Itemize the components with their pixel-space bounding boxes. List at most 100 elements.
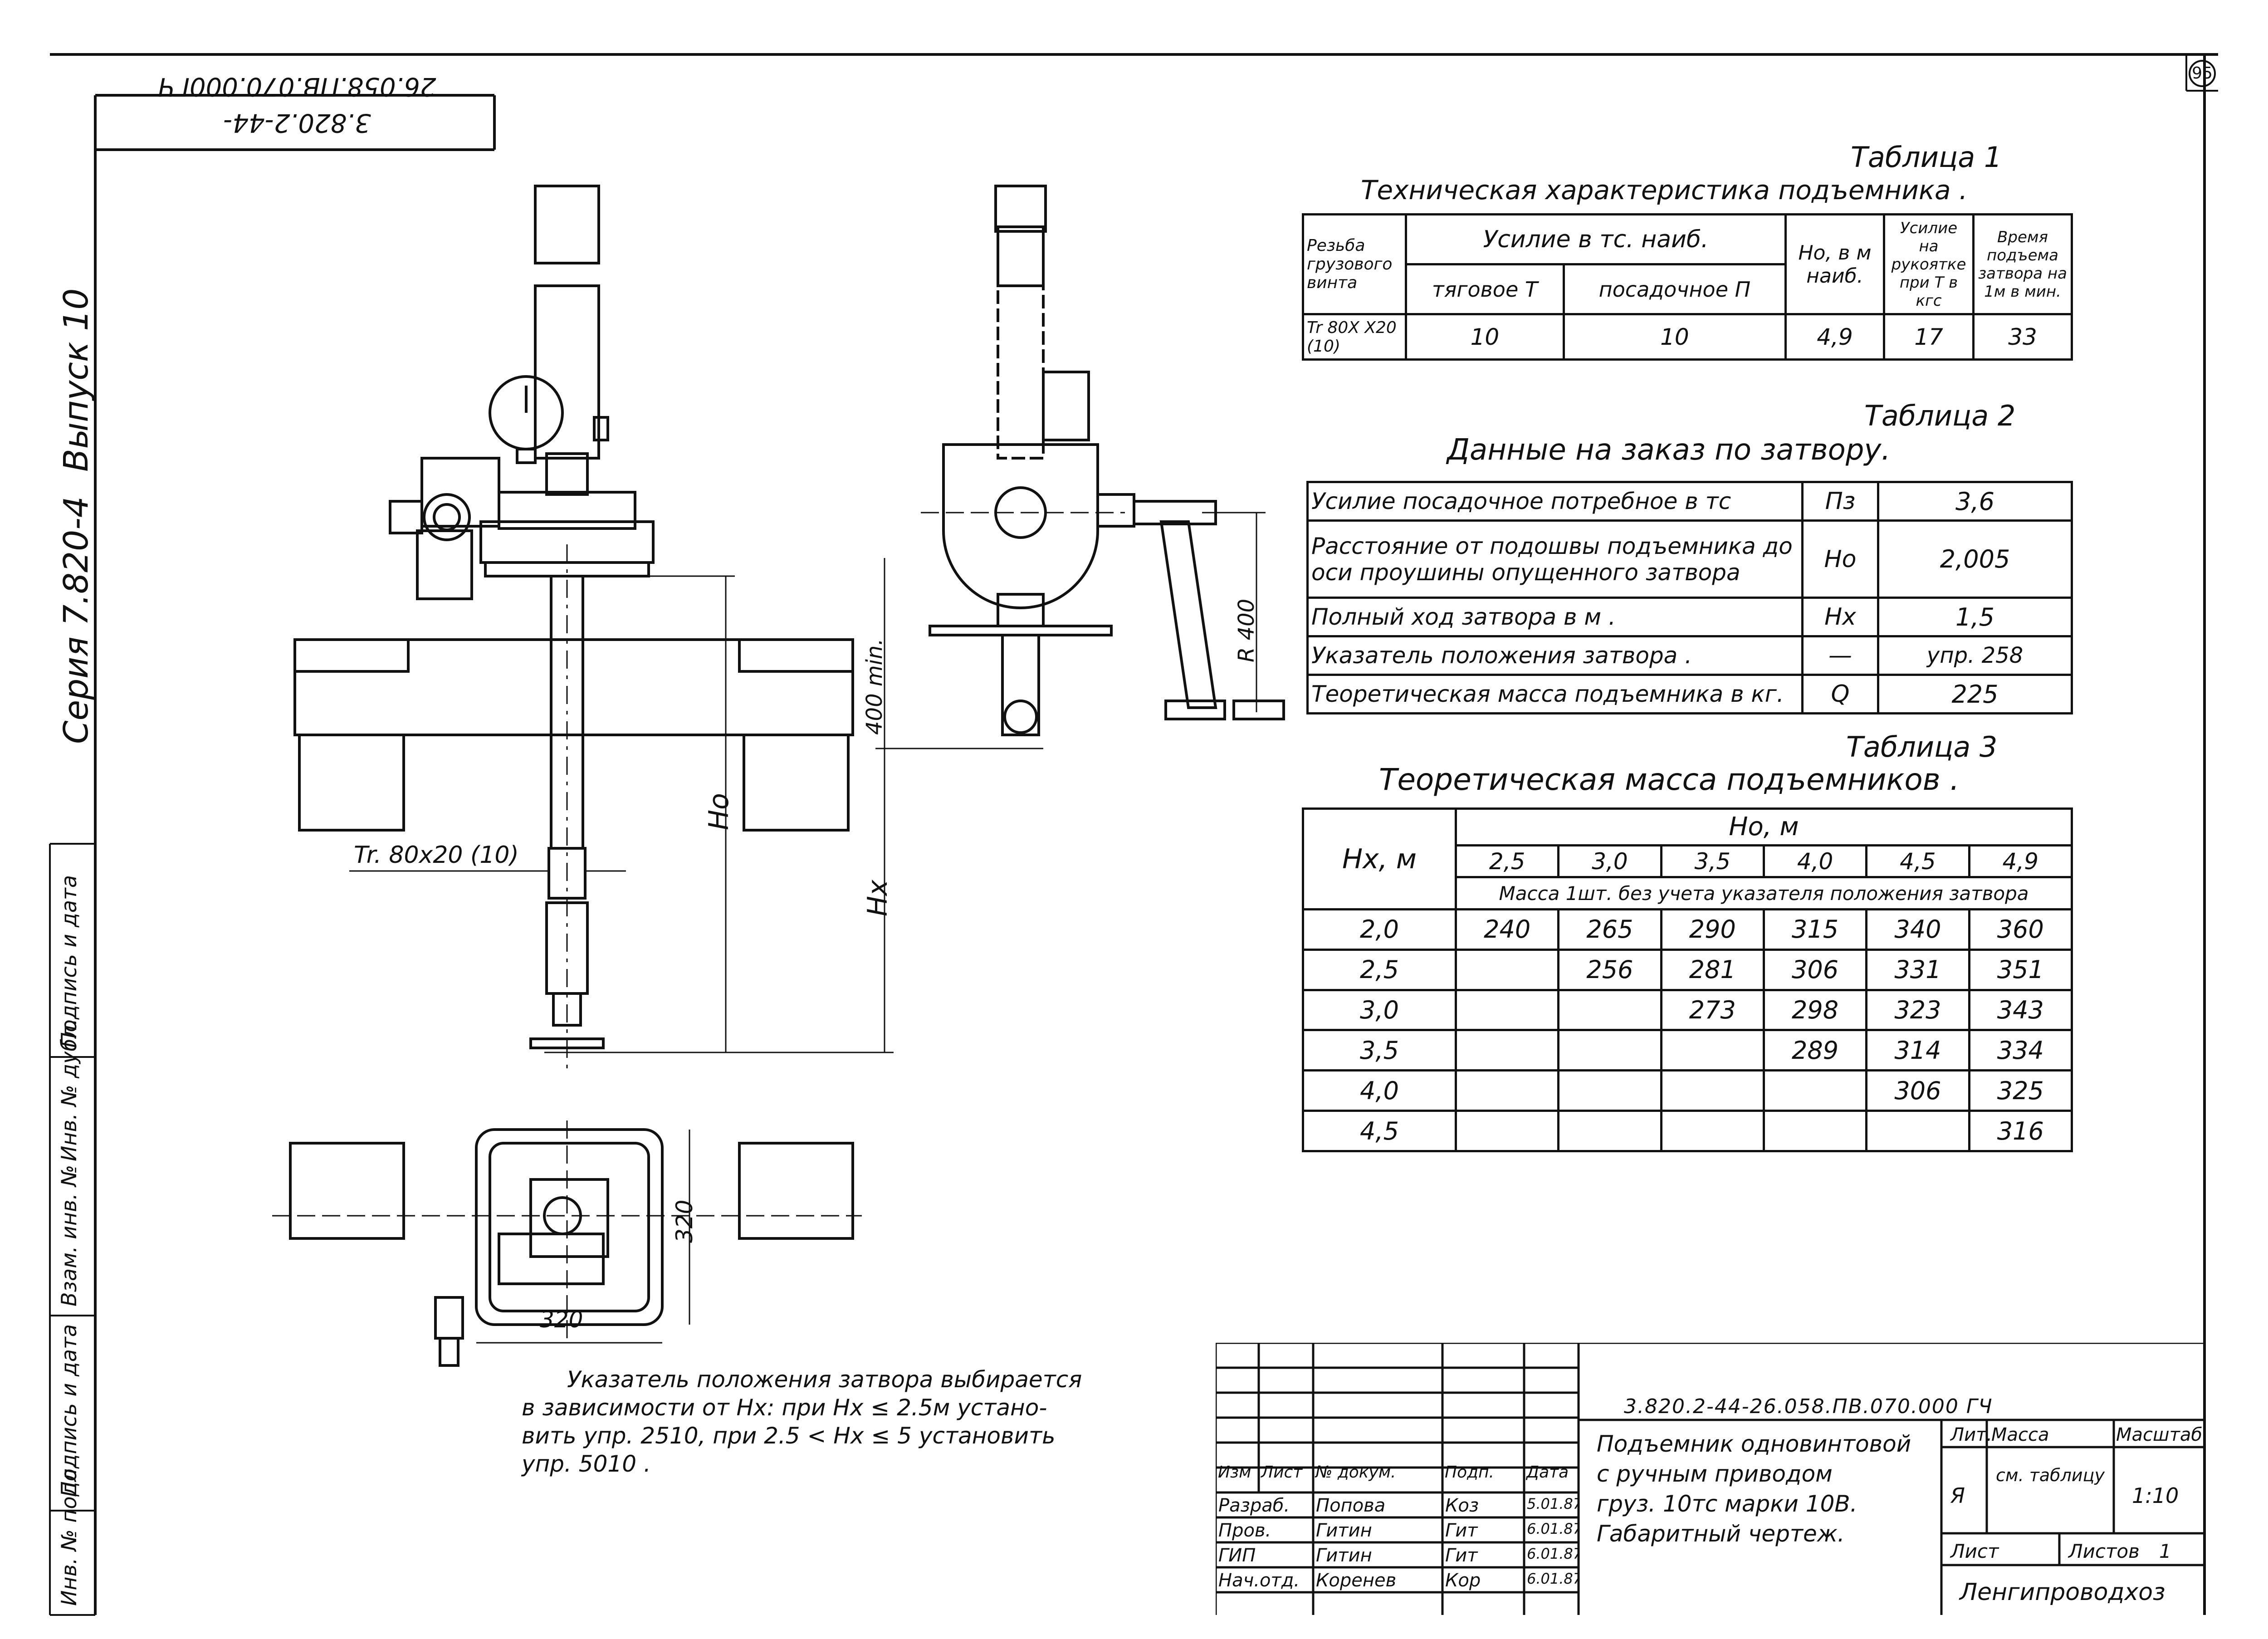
table3-label: Таблица 3: [1846, 730, 1998, 763]
t3-cell: 298: [1762, 988, 1868, 1032]
t1-h-time: Время подъема затвора на 1м в мин.: [1972, 213, 2073, 315]
stamp-h-sheet: Лист: [1950, 1540, 1999, 1562]
t3-row-hx: 4,5: [1302, 1110, 1457, 1152]
dim-320-height: 320: [671, 1199, 698, 1243]
t3-row-hx: 2,5: [1302, 948, 1457, 991]
t3-row-hx: 3,5: [1302, 1029, 1457, 1072]
stamp-date: 6.01.87: [1527, 1545, 1578, 1562]
stamp-h-izm: Изм: [1218, 1463, 1251, 1482]
t3-col-ho: 4,0: [1762, 844, 1868, 879]
stamp-name: Коренев: [1316, 1570, 1397, 1591]
t1-time: 33: [1972, 313, 2073, 361]
t3-cell: [1454, 1110, 1560, 1152]
stamp-sign: Гит: [1445, 1545, 1478, 1566]
stamp-title-line: Подъемник одновинтовой: [1597, 1431, 1911, 1457]
t3-cell: [1557, 1029, 1662, 1072]
t2-sym: Ho: [1801, 519, 1879, 599]
t3-cell: 314: [1865, 1029, 1970, 1072]
table1-title: Техническая характеристика подъемника .: [1361, 175, 1968, 205]
stamp-sign: Кор: [1445, 1570, 1481, 1591]
plan-housing: [476, 1130, 662, 1325]
t1-h-seat: посадочное П: [1562, 263, 1787, 315]
note-line: Указатель положения затвора выбирается: [567, 1366, 1082, 1393]
screw-housing-upper: [535, 286, 599, 458]
stamp-h-scale: Масштаб: [2116, 1424, 2203, 1445]
t3-cell: 306: [1762, 948, 1868, 991]
t2-sym: Пз: [1801, 481, 1879, 522]
t2-val: 225: [1877, 674, 2073, 714]
table1-label: Таблица 1: [1851, 141, 2002, 174]
stamp-title-line: с ручным приводом: [1597, 1461, 1833, 1487]
t1-h-force: Усилие в тс. наиб.: [1405, 213, 1787, 265]
t3-cell: [1660, 1029, 1765, 1072]
stamp-h-doc: № докум.: [1315, 1463, 1396, 1482]
t3-cell: 331: [1865, 948, 1970, 991]
t3-h-ho: Ho, м: [1455, 807, 2073, 846]
t2-sym: Q: [1801, 674, 1879, 714]
t3-cell: [1454, 948, 1560, 991]
note-line: в зависимости от Hx: при Hx ≤ 2.5м устан…: [522, 1394, 1047, 1421]
t3-cell: 281: [1660, 948, 1765, 991]
position-indicator-note: Указатель положения затвора выбирается в…: [522, 1365, 1157, 1478]
t1-pull: 10: [1405, 313, 1565, 361]
t3-cell: 325: [1968, 1069, 2073, 1112]
t3-col-ho: 3,0: [1557, 844, 1662, 879]
t1-ho: 4,9: [1784, 313, 1885, 361]
t2-name: Расстояние от подошвы подъемника до оси …: [1306, 519, 1804, 599]
stamp-role: Пров.: [1218, 1520, 1271, 1541]
t3-cell: [1557, 1110, 1662, 1152]
stamp-name: Гитин: [1316, 1545, 1372, 1566]
t1-handle: 17: [1883, 313, 1975, 361]
t3-cell: [1762, 1110, 1868, 1152]
t3-row-hx: 3,0: [1302, 988, 1457, 1032]
stamp-org: Ленгипроводхоз: [1960, 1579, 2165, 1606]
t3-cell: 360: [1968, 908, 2073, 951]
stamp-title: Подъемник одновинтовой с ручным приводом…: [1597, 1429, 1911, 1549]
t3-cell: 340: [1865, 908, 1970, 951]
t2-name: Теоретическая масса подъемника в кг.: [1306, 674, 1804, 714]
t2-name: Указатель положения затвора .: [1306, 635, 1804, 676]
t2-sym: —: [1801, 635, 1879, 676]
t3-cell: [1865, 1110, 1970, 1152]
t2-val: 3,6: [1877, 481, 2073, 522]
dim-hx-label: Hx: [862, 880, 894, 916]
t1-h-handle: Усилие на рукоятке при Т в кгс: [1883, 213, 1975, 315]
stamp-title-line: Габаритный чертеж.: [1597, 1521, 1845, 1547]
t3-cell: 334: [1968, 1029, 2073, 1072]
t3-cell: [1557, 1069, 1662, 1112]
t1-thread: Tr 80X X20 (10): [1302, 313, 1407, 361]
support-beam: [295, 640, 853, 735]
t3-cell: 343: [1968, 988, 2073, 1032]
handwheel-hub: [424, 494, 469, 540]
t3-cell: 351: [1968, 948, 2073, 991]
t3-cell: 240: [1454, 908, 1560, 951]
stamp-role: ГИП: [1218, 1545, 1256, 1566]
stamp-mass: см. таблицу: [1996, 1465, 2105, 1485]
stamp-date: 5.01.87: [1527, 1495, 1578, 1512]
stamp-role-row: ГИП Гитин Гит 6.01.87: [1216, 1542, 1579, 1567]
reducer-box: [422, 458, 499, 526]
stamp-name: Попова: [1316, 1495, 1386, 1516]
t3-cell: 256: [1557, 948, 1662, 991]
t2-val: упр. 258: [1877, 635, 2073, 676]
stamp-h-date: Дата: [1526, 1463, 1569, 1482]
t3-h-sub: Масса 1шт. без учета указателя положения…: [1455, 876, 2073, 911]
stamp-sheets: 1: [2159, 1540, 2171, 1562]
t3-cell: [1557, 988, 1662, 1032]
screw-top-cap: [535, 186, 599, 263]
t1-h-ho: Ho, в м наиб.: [1784, 213, 1885, 315]
note-line: упр. 5010 .: [522, 1451, 651, 1477]
t3-col-ho: 4,9: [1968, 844, 2073, 879]
t3-cell: [1454, 988, 1560, 1032]
t3-col-ho: 2,5: [1454, 844, 1560, 879]
t3-h-hx: Hx, м: [1302, 807, 1457, 911]
